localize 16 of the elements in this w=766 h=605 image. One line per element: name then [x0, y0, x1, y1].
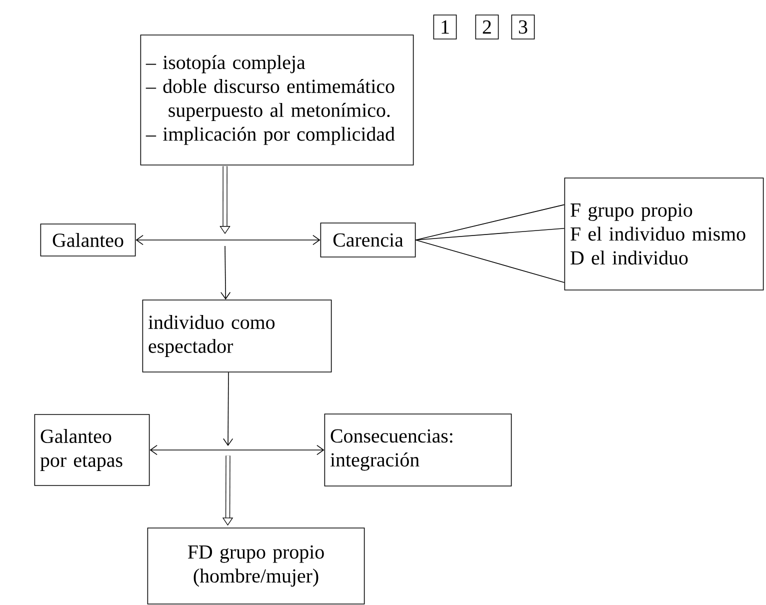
arrow — [220, 246, 231, 300]
arrow — [150, 444, 324, 456]
arrow — [220, 166, 230, 234]
number-box: 3 — [511, 14, 535, 40]
text-box: F grupo propio F el individuo mismo D el individuo — [564, 178, 764, 290]
arrow — [223, 372, 234, 446]
number-box: 2 — [475, 14, 499, 40]
text-box: – isotopía compleja – doble discurso entimemático superpuesto al metonímico. – implicación por complicidad — [140, 34, 414, 166]
text-box: Carencia — [320, 222, 416, 258]
arrow — [136, 234, 320, 246]
text-box: Galanteo por etapas — [34, 414, 150, 486]
text-box: individuo como espectador — [142, 300, 332, 372]
text-box: Consecuencias: integración — [324, 414, 512, 486]
number-box: 1 — [433, 14, 457, 40]
text-box: Galanteo — [40, 224, 136, 256]
text-box: FD grupo propio (hombre/mujer) — [147, 528, 365, 604]
